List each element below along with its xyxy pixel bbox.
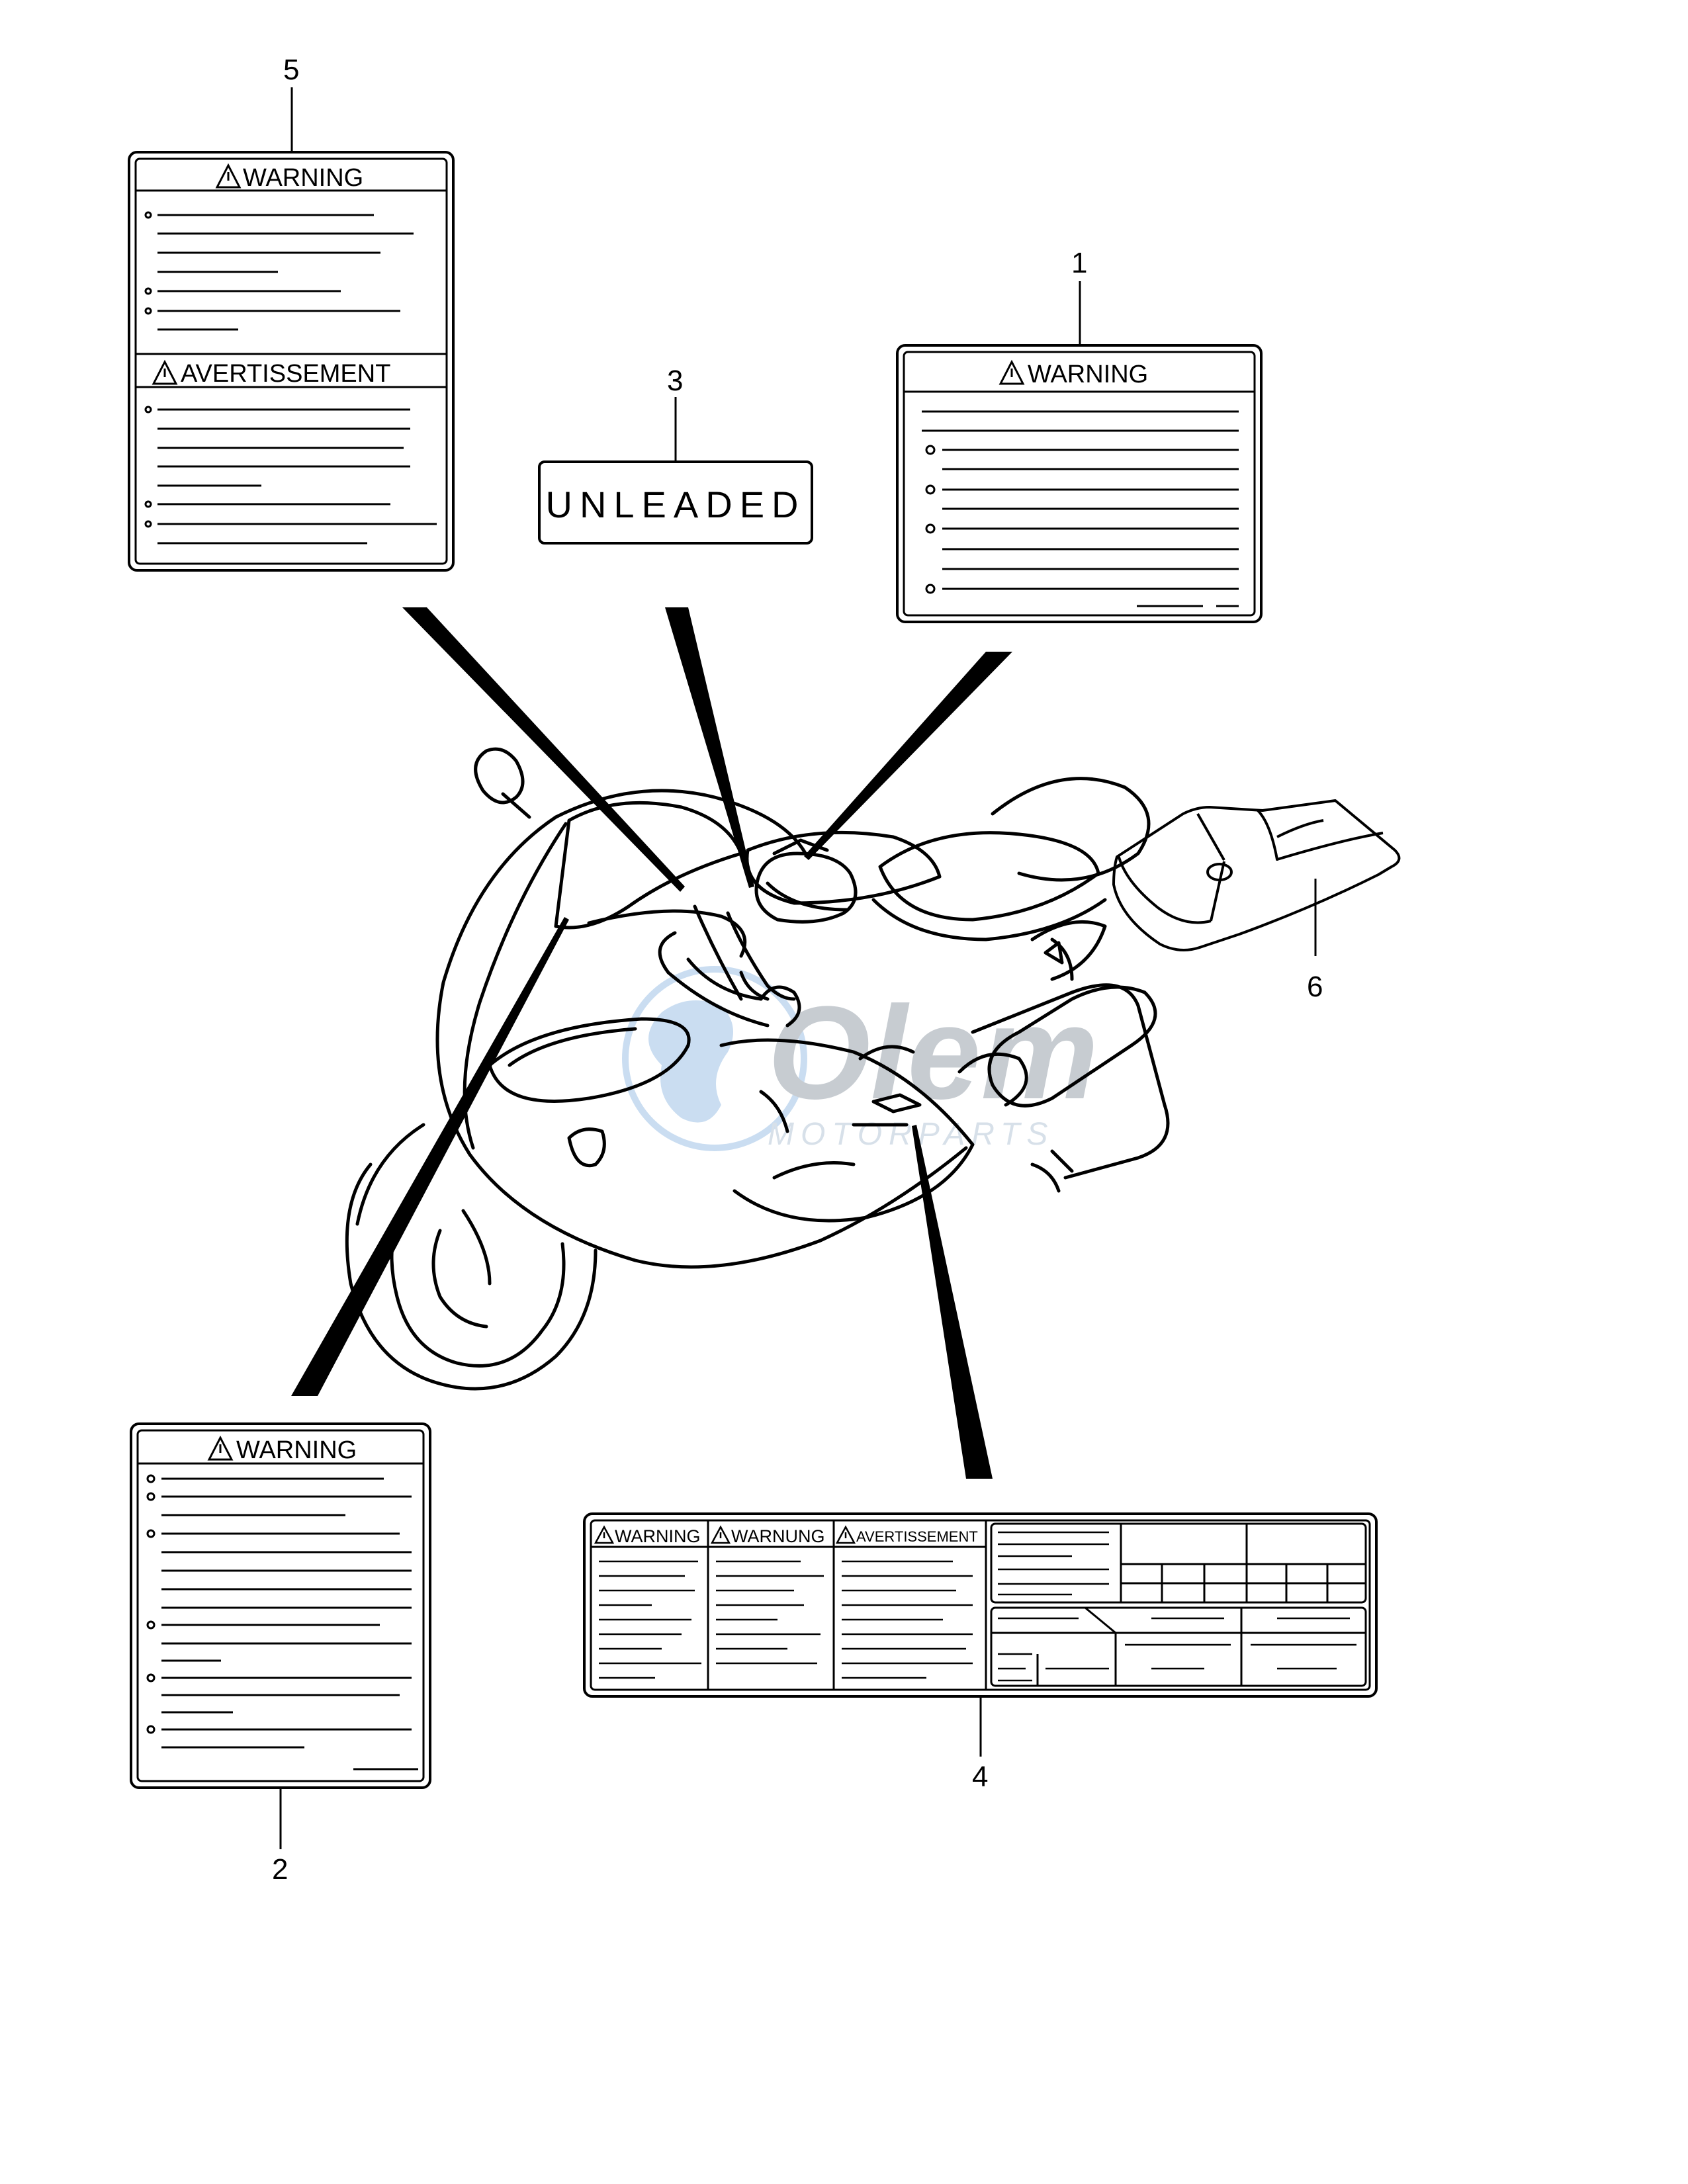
callout-number-4: 4 [972,1761,988,1793]
globe-icon [622,966,807,1151]
label-3-decal: UNLEADED [538,460,813,545]
label-2-warning-heading: WARNING [236,1436,357,1464]
label-4-decal: WARNING WARNUNG AVERTISSEMENT [583,1512,1378,1698]
callout-number-6: 6 [1307,971,1323,1003]
label-5-warning-heading: WARNING [243,164,363,192]
warning-triangle-icon [207,1435,234,1461]
pointer-to-label-4 [912,1125,993,1479]
callout-number-2: 2 [272,1853,288,1886]
label-4-warnung-heading: WARNUNG [731,1526,825,1546]
pointer-to-label-2 [291,917,569,1396]
callout-number-5: 5 [283,54,299,86]
globe-continents-icon [648,1000,733,1123]
label-4-text-lines [599,1560,973,1679]
label-1-text-lines [922,410,1239,607]
label-6-toolkit-pouch [1112,799,1401,951]
warning-triangle-icon [215,163,242,189]
label-4-avertissement-heading: AVERTISSEMENT [856,1528,978,1545]
warning-triangle-icon [594,1525,615,1544]
label-4-spec-tables [990,1522,1367,1687]
pointer-to-label-3 [665,607,754,888]
callout-number-1: 1 [1071,247,1087,279]
label-5-avertissement-heading: AVERTISSEMENT [181,360,390,388]
label-1-decal: WARNING [896,344,1263,623]
pointer-lines [291,607,1012,1479]
label-5-decal: WARNING AVERTISSEMENT [128,151,455,572]
motorcycle-drawing [345,747,1170,1391]
warning-triangle-icon [999,359,1025,385]
label-5-text-lines [144,211,437,545]
label-4-warning-heading: WARNING [615,1526,701,1546]
warning-triangle-icon [152,359,178,385]
warning-triangle-icon [710,1525,731,1544]
label-2-decal: WARNING [130,1422,431,1789]
label-3-unleaded-text: UNLEADED [546,484,806,525]
warning-triangle-icon [835,1525,856,1544]
label-1-warning-heading: WARNING [1028,361,1148,388]
pointer-to-label-5 [402,607,685,892]
callout-number-3: 3 [667,365,683,397]
watermark-subtitle: MOTORPARTS [768,1117,1054,1152]
label-2-text-lines [146,1474,418,1770]
pointer-to-label-1 [804,652,1012,860]
